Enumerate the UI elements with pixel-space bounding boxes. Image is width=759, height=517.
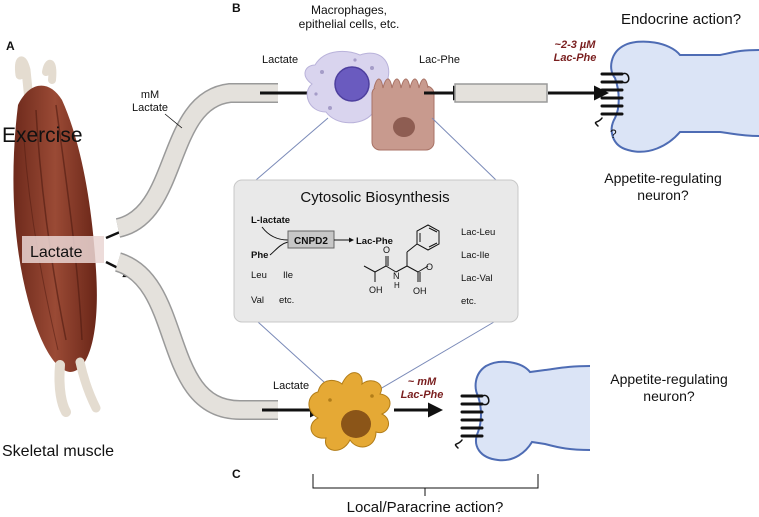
callout-lines xyxy=(255,117,497,393)
top-receptor-icon xyxy=(594,72,630,127)
lacphe-product-label: Lac-Phe xyxy=(356,236,393,247)
val-label: Val xyxy=(251,295,264,306)
muscle-lactate-label: Lactate xyxy=(30,244,83,261)
paracrine-concentration-line1: ~ mM xyxy=(408,376,437,388)
lac-ile-label: Lac-Ile xyxy=(461,250,490,261)
bottom-neuron-label-line1: Appetite-regulating xyxy=(610,371,728,387)
upper-blood-vessel xyxy=(115,83,278,238)
top-cells-title-line2: epithelial cells, etc. xyxy=(299,17,400,31)
structure-oh1: OH xyxy=(369,285,383,295)
bottom-receptor-icon xyxy=(454,394,490,449)
panel-c-label: C xyxy=(232,467,241,481)
upper-vessel-pointer xyxy=(164,113,183,129)
lac-val-label: Lac-Val xyxy=(461,273,493,284)
ile-label: Ile xyxy=(283,270,293,281)
bottom-neuron-terminal xyxy=(474,360,591,462)
skeletal-muscle-caption: Skeletal muscle xyxy=(2,443,114,460)
bottom-neuron-label-line2: neuron? xyxy=(643,388,695,404)
biosynthesis-box xyxy=(233,179,519,323)
upper-vessel-concentration: mM xyxy=(141,89,159,101)
top-neuron-terminal xyxy=(610,40,759,153)
macrophage-cell xyxy=(304,50,393,124)
endocrine-concentration-line1: ~2-3 µM xyxy=(555,39,597,51)
epithelial-cell xyxy=(371,78,435,151)
paracrine-bracket xyxy=(312,474,539,496)
lac-phe-structure xyxy=(363,224,440,282)
phe-label: Phe xyxy=(251,250,268,261)
structure-h: H xyxy=(394,281,400,290)
endocrine-concentration-line2: Lac-Phe xyxy=(554,52,597,64)
leu-label: Leu xyxy=(251,270,267,281)
biosynthesis-title: Cytosolic Biosynthesis xyxy=(300,189,449,206)
etc-label-left: etc. xyxy=(279,295,294,306)
top-neuron-label-line2: neuron? xyxy=(637,187,689,203)
top-neuron-label-line1: Appetite-regulating xyxy=(604,170,722,186)
upper-vessel-lactate: Lactate xyxy=(132,102,168,114)
lower-blood-vessel xyxy=(114,252,278,420)
structure-o2: O xyxy=(426,262,433,272)
top-lacphe-label: Lac-Phe xyxy=(419,54,460,66)
l-lactate-label: L-lactate xyxy=(251,215,290,226)
top-cells-title-line1: Macrophages, xyxy=(311,3,387,17)
bottom-lactate-label: Lactate xyxy=(273,380,309,392)
lac-leu-label: Lac-Leu xyxy=(461,227,495,238)
structure-o1: O xyxy=(383,245,390,255)
paracrine-caption: Local/Paracrine action? xyxy=(347,499,504,516)
tissue-resident-cell xyxy=(308,372,391,451)
skeletal-muscle-illustration xyxy=(13,56,104,417)
panel-b-label: B xyxy=(232,1,241,15)
structure-n: N xyxy=(393,271,400,281)
etc-label-right: etc. xyxy=(461,296,476,307)
structure-oh2: OH xyxy=(413,286,427,296)
exercise-label: Exercise xyxy=(2,124,83,147)
panel-a-label: A xyxy=(6,39,15,53)
cnpd2-label: CNPD2 xyxy=(294,236,328,247)
top-question-mark: ? xyxy=(610,127,617,141)
outgoing-blood-vessel xyxy=(454,83,548,103)
paracrine-concentration-line2: Lac-Phe xyxy=(401,389,444,401)
endocrine-title: Endocrine action? xyxy=(621,11,741,28)
top-lactate-label: Lactate xyxy=(262,54,298,66)
